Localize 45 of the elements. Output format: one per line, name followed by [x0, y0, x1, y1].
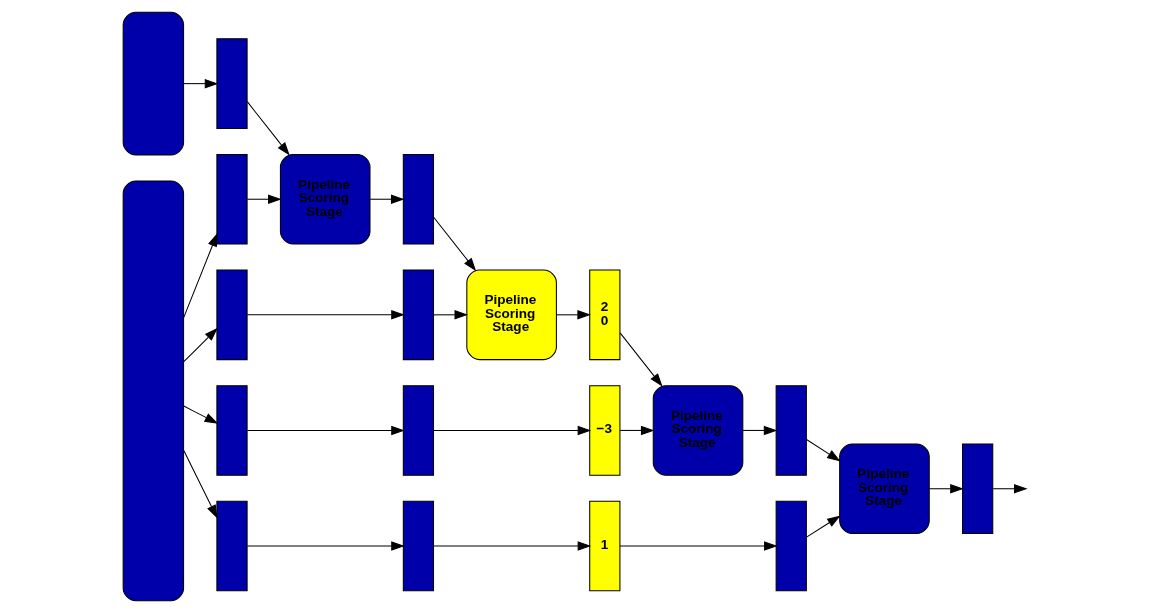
- arrow: [246, 194, 282, 204]
- node-bar: [215, 385, 248, 476]
- node-bar: [215, 500, 248, 592]
- arrow: [432, 425, 591, 436]
- arrow: [928, 484, 964, 494]
- node-box: Pipeline Scoring Stage: [279, 153, 370, 245]
- arrow: [246, 310, 405, 320]
- node-bar: [775, 500, 807, 592]
- node-bar: [402, 153, 434, 245]
- arrow: [432, 216, 476, 272]
- arrow: [246, 101, 290, 156]
- node-box: [122, 11, 184, 156]
- arrow: [246, 541, 405, 551]
- node-box: Pipeline Scoring Stage: [465, 269, 557, 361]
- node-box: Pipeline Scoring Stage: [838, 443, 930, 535]
- arrow: [619, 541, 778, 551]
- arrow: [432, 541, 591, 551]
- node-box: 2 0: [588, 269, 620, 361]
- arrow: [805, 515, 841, 538]
- arrow: [619, 425, 654, 436]
- arrow: [619, 332, 663, 387]
- node-bar: [402, 500, 434, 592]
- arrow: [369, 194, 404, 204]
- node-bar: [215, 269, 248, 361]
- arrow: [182, 405, 218, 424]
- node-box: −3: [588, 385, 620, 476]
- arrow: [182, 232, 217, 319]
- node-bar: [215, 38, 248, 129]
- node-bar: [402, 269, 434, 361]
- node-bar: [961, 443, 993, 535]
- arrow: [182, 327, 218, 363]
- arrow: [182, 78, 218, 89]
- node-bar: [775, 385, 807, 476]
- node-bar: [402, 385, 434, 476]
- node-box: [122, 180, 184, 602]
- arrow: [805, 439, 841, 462]
- arrow: [555, 310, 591, 320]
- arrow: [182, 449, 217, 519]
- node-box: Pipeline Scoring Stage: [652, 385, 743, 476]
- arrow: [992, 484, 1028, 494]
- arrow: [246, 425, 405, 436]
- node-box: 1: [588, 500, 620, 592]
- arrow: [432, 310, 468, 320]
- arrow: [742, 425, 777, 436]
- node-bar: [215, 153, 248, 245]
